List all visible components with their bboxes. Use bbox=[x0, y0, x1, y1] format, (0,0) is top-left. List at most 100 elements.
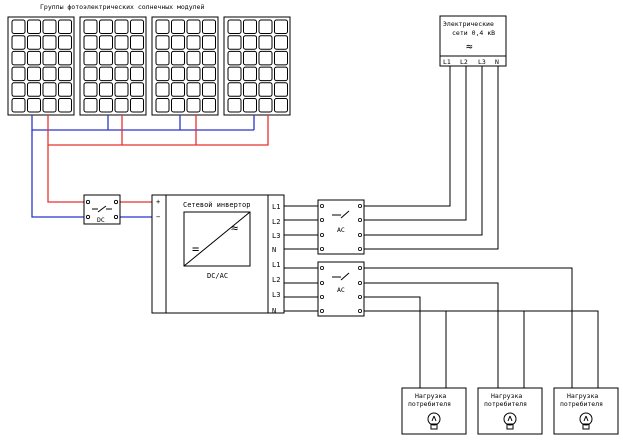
solar-cell bbox=[155, 82, 170, 97]
solar-cell bbox=[243, 50, 257, 66]
ac-switch-bottom-label: AC bbox=[337, 286, 345, 294]
pv-module-groups bbox=[7, 16, 291, 116]
terminal-dot bbox=[357, 232, 362, 237]
solar-cell bbox=[114, 66, 129, 82]
solar-cell bbox=[130, 19, 144, 34]
load-label-line1: Нагрузка bbox=[567, 392, 598, 400]
solar-cell bbox=[42, 50, 57, 66]
load-label-line1: Нагрузка bbox=[491, 392, 522, 400]
terminal-dot bbox=[357, 280, 362, 285]
terminal-dot bbox=[319, 232, 324, 237]
solar-cell bbox=[186, 66, 201, 82]
solar-cell bbox=[99, 35, 113, 50]
svg-text:L2: L2 bbox=[272, 276, 280, 284]
solar-cell bbox=[258, 19, 273, 34]
terminal-dot bbox=[86, 214, 91, 219]
terminal-dot bbox=[319, 217, 324, 222]
solar-cell bbox=[171, 98, 185, 113]
solar-cell bbox=[99, 66, 113, 82]
svg-text:L2: L2 bbox=[272, 218, 280, 226]
solar-cell bbox=[202, 98, 216, 113]
solar-cell bbox=[42, 98, 57, 113]
solar-cell bbox=[114, 50, 129, 66]
dc-wiring bbox=[31, 115, 269, 218]
solar-cell bbox=[186, 50, 201, 66]
solar-cell bbox=[171, 82, 185, 97]
terminal-dot bbox=[357, 294, 362, 299]
solar-cell bbox=[274, 82, 288, 97]
terminal-dot bbox=[114, 214, 119, 219]
svg-text:L2: L2 bbox=[460, 58, 468, 66]
pv-module-group bbox=[7, 16, 75, 116]
pv-array-title: Группы фотоэлектрических солнечных модул… bbox=[40, 3, 204, 11]
solar-cell bbox=[42, 82, 57, 97]
svg-text:L1: L1 bbox=[272, 261, 280, 269]
solar-cell bbox=[27, 82, 41, 97]
ac-wiring bbox=[364, 66, 599, 388]
solar-cell bbox=[171, 50, 185, 66]
solar-cell bbox=[258, 98, 273, 113]
solar-cell bbox=[83, 19, 98, 34]
terminal-dot bbox=[357, 246, 362, 251]
pv-module-group bbox=[79, 16, 147, 116]
solar-cell bbox=[27, 66, 41, 82]
load-label-line2: потребителя bbox=[560, 400, 603, 408]
solar-cell bbox=[258, 66, 273, 82]
negative-feeder bbox=[31, 130, 84, 218]
inverter-title: Сетевой инвертор bbox=[183, 201, 250, 209]
solar-cell bbox=[227, 50, 242, 66]
solar-cell bbox=[114, 98, 129, 113]
solar-cell bbox=[27, 19, 41, 34]
solar-cell bbox=[27, 98, 41, 113]
load-label-line2: потребителя bbox=[484, 400, 527, 408]
solar-cell bbox=[274, 98, 288, 113]
svg-text:N: N bbox=[272, 246, 276, 254]
solar-cell bbox=[83, 98, 98, 113]
solar-cell bbox=[155, 66, 170, 82]
solar-cell bbox=[258, 35, 273, 50]
pv-module-group bbox=[223, 16, 291, 116]
solar-cell bbox=[155, 50, 170, 66]
dc-switch: DC bbox=[83, 194, 121, 225]
solar-cell bbox=[243, 19, 257, 34]
solar-cell bbox=[130, 98, 144, 113]
dc-switch-label: DC bbox=[97, 216, 105, 224]
solar-cell bbox=[114, 82, 129, 97]
svg-text:N: N bbox=[272, 307, 276, 315]
solar-cell bbox=[58, 35, 72, 50]
grid-connection: Электрические сети 0,4 кВ ≈ L1 L2 L3 N bbox=[439, 15, 507, 67]
solar-cell bbox=[243, 82, 257, 97]
svg-text:L1: L1 bbox=[272, 203, 280, 211]
terminal-dot bbox=[357, 217, 362, 222]
solar-cell bbox=[11, 66, 26, 82]
solar-cell bbox=[42, 19, 57, 34]
solar-cell bbox=[99, 50, 113, 66]
solar-cell bbox=[130, 35, 144, 50]
solar-cell bbox=[155, 35, 170, 50]
terminal-dot bbox=[357, 308, 362, 313]
solar-cell bbox=[58, 50, 72, 66]
grid-inverter: + − Сетевой инвертор = ≈ DC/AC L1 L2 L3 … bbox=[151, 194, 285, 315]
solar-cell bbox=[83, 35, 98, 50]
grid-title-line1: Электрические bbox=[443, 20, 494, 28]
lightbulb-icon bbox=[427, 412, 441, 430]
solar-cell bbox=[227, 66, 242, 82]
solar-cell bbox=[58, 98, 72, 113]
terminal-dot bbox=[114, 199, 119, 204]
solar-cell bbox=[202, 19, 216, 34]
solar-cell bbox=[186, 98, 201, 113]
solar-cell bbox=[171, 66, 185, 82]
lightbulb-icon bbox=[579, 412, 593, 430]
positive-wire bbox=[47, 115, 269, 146]
solar-cell bbox=[202, 82, 216, 97]
solar-cell bbox=[171, 35, 185, 50]
solar-cell bbox=[227, 35, 242, 50]
negative-wire bbox=[31, 115, 254, 131]
solar-cell bbox=[171, 19, 185, 34]
solar-cell bbox=[155, 98, 170, 113]
grid-ac-symbol: ≈ bbox=[466, 40, 473, 53]
terminal-dot bbox=[319, 246, 324, 251]
